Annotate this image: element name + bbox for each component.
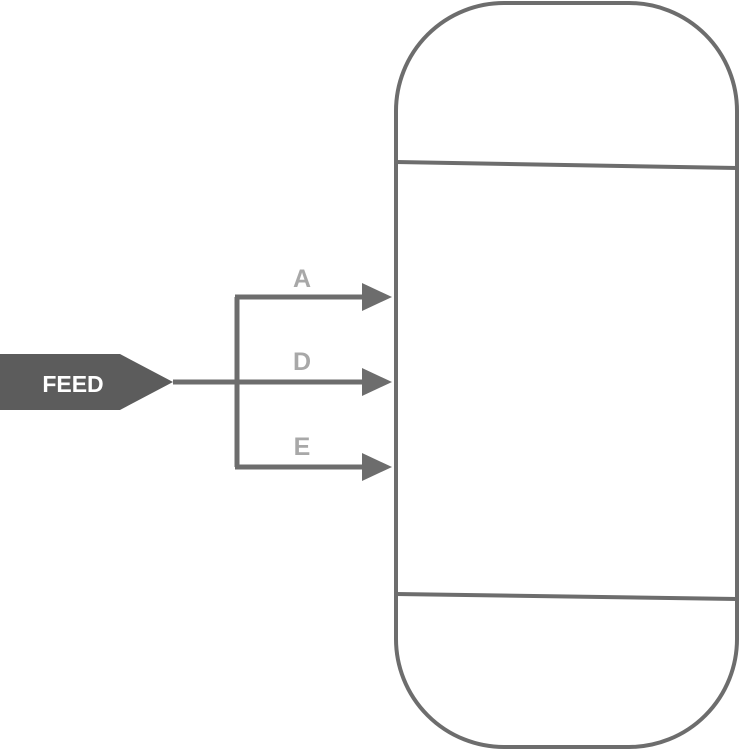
feed-tag: FEED — [0, 354, 173, 410]
inlet-a-arrowhead — [362, 283, 392, 311]
feed-lines — [173, 294, 372, 470]
feed-tag-shape — [0, 354, 173, 410]
inlet-e-arrowhead — [362, 453, 392, 481]
arrowheads — [362, 283, 392, 481]
inlet-d-label: D — [293, 348, 311, 376]
inlet-d-arrowhead — [362, 368, 392, 396]
inlet-labels: A D E — [293, 265, 311, 461]
inlet-a-label: A — [293, 265, 311, 293]
feed-label: FEED — [42, 371, 103, 397]
inlet-e-label: E — [294, 433, 311, 461]
vessel-bottom-tangent-line — [395, 592, 738, 601]
vessel-top-tangent-line — [395, 160, 738, 170]
vessel-body — [394, 1, 739, 749]
vessel — [394, 1, 739, 749]
